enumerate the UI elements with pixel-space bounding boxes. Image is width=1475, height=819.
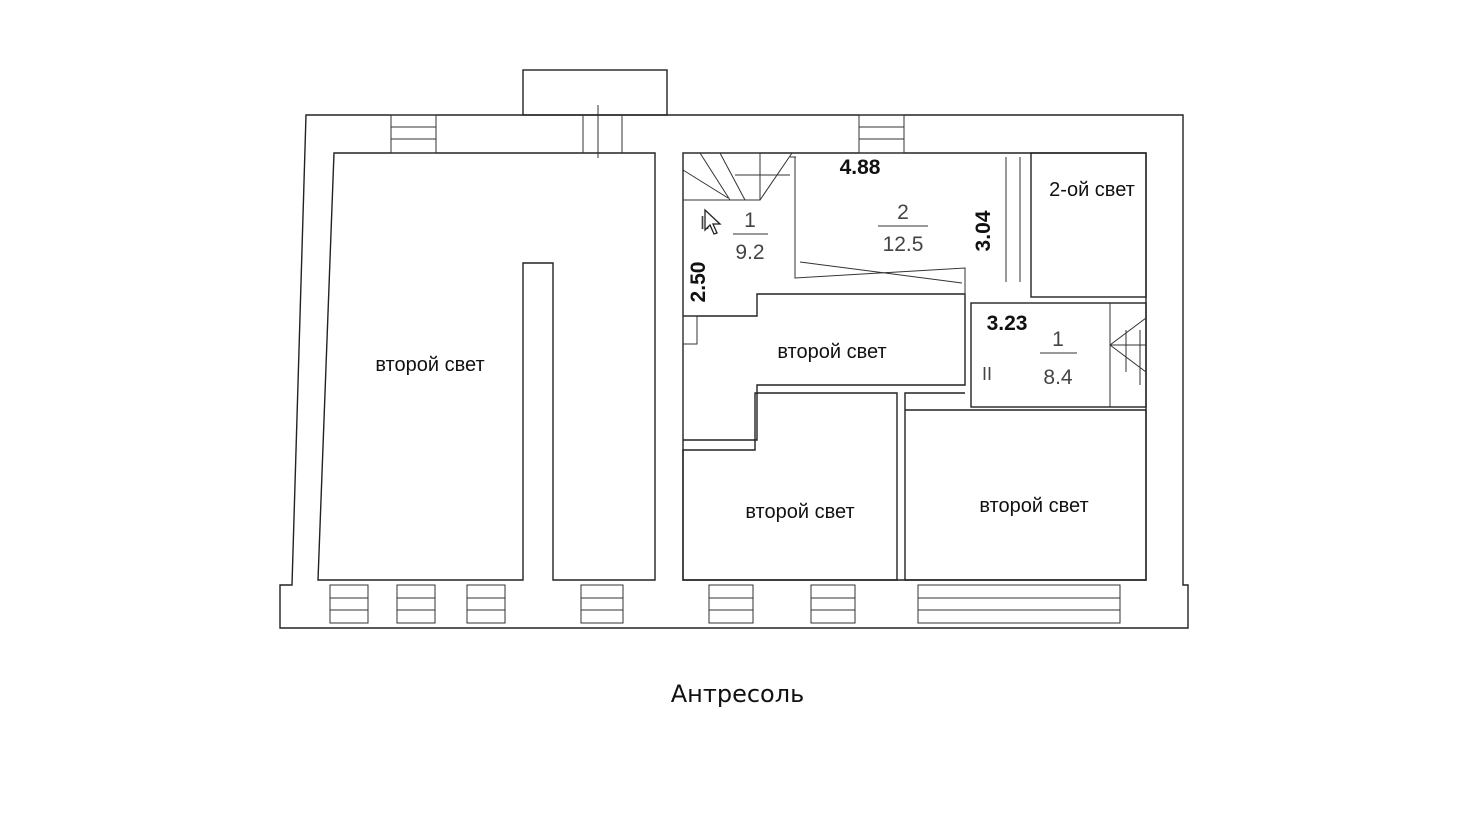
- dim-room1-width: 4.88: [840, 156, 881, 179]
- area-room-number: 1: [1052, 328, 1064, 351]
- area-value: 9.2: [735, 241, 764, 264]
- mouse-cursor-icon: [704, 208, 722, 235]
- area-value: 8.4: [1043, 366, 1073, 389]
- dim-room2-width: 3.23: [987, 312, 1028, 335]
- roof-box: [522, 69, 668, 116]
- room-label-top-right: 2-ой свет: [1049, 179, 1135, 201]
- stair-right: [1109, 303, 1147, 407]
- top-right-room: [1030, 152, 1147, 298]
- room2-partitions: [790, 156, 1021, 297]
- niche: [682, 315, 698, 345]
- bottom-right-room: [904, 392, 1147, 581]
- roman-mark-right: II: [982, 364, 992, 384]
- area-room-number: 1: [744, 209, 756, 232]
- room-label-center: второй свет: [777, 341, 886, 363]
- dim-room1-depth-left: 2.50: [687, 262, 710, 303]
- room-label-big-left: второй свет: [375, 354, 484, 376]
- bottom-mid-room: [682, 392, 898, 581]
- stair-left: [682, 152, 793, 201]
- room-84: [970, 302, 1147, 408]
- outer-wall: [279, 114, 1189, 629]
- room-label-bottom-mid: второй свет: [745, 501, 854, 523]
- room-label-bottom-right: второй свет: [979, 495, 1088, 517]
- plan-title: Антресоль: [670, 680, 805, 708]
- top-windows: [390, 105, 905, 158]
- area-value: 12.5: [883, 233, 924, 256]
- center-room: [683, 293, 966, 441]
- area-room-number: 2: [897, 201, 909, 224]
- bottom-windows: [329, 584, 1121, 624]
- big-left-room: [317, 152, 656, 581]
- dim-room1-depth-right: 3.04: [972, 210, 995, 251]
